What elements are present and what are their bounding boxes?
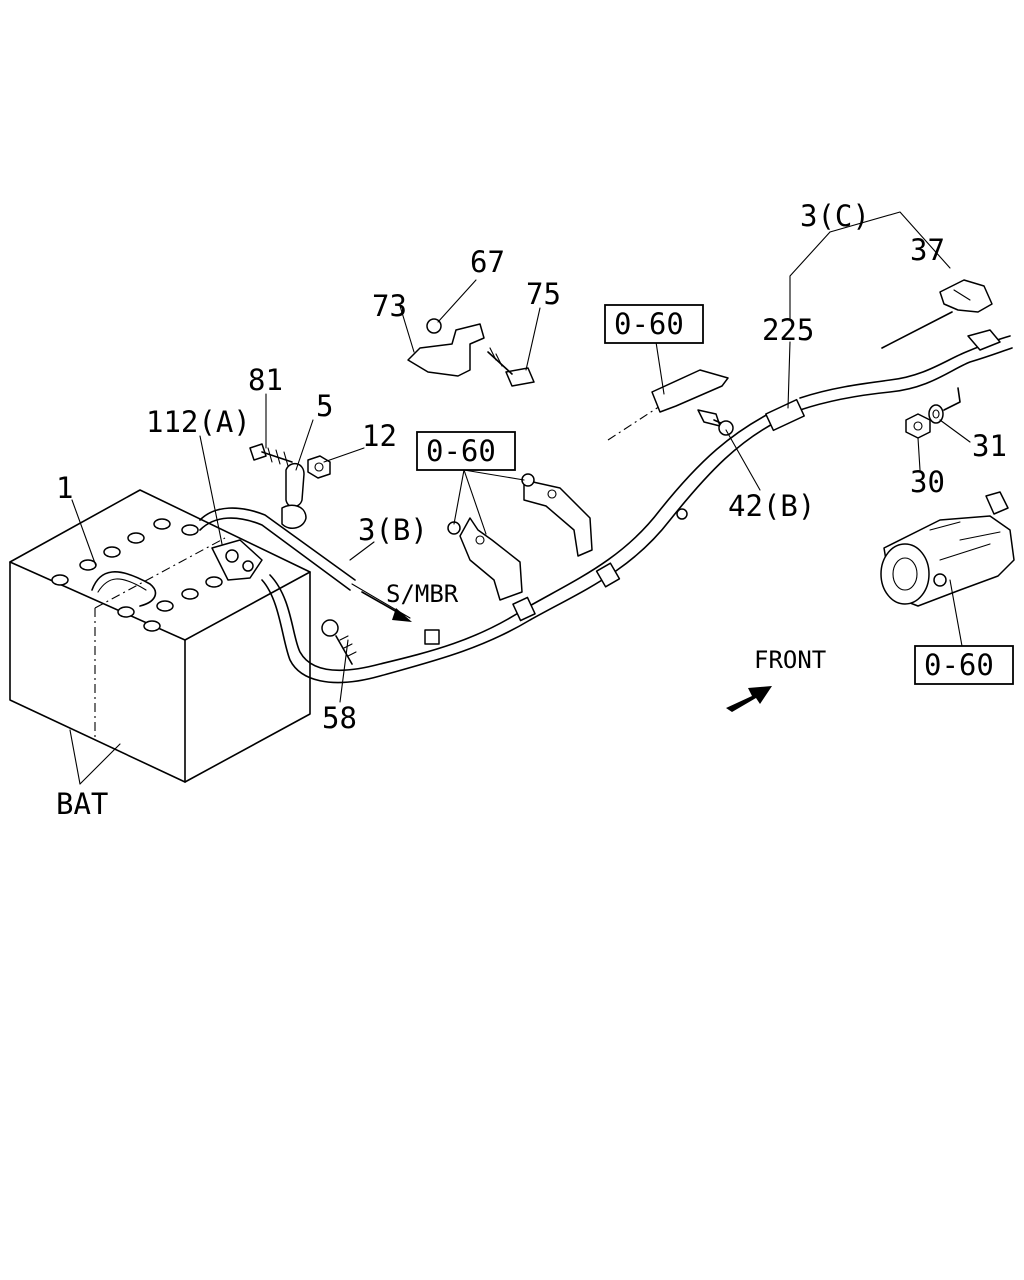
callout-5: 5 (316, 389, 333, 423)
upper-bracket (607, 369, 734, 441)
nut-30 (905, 413, 931, 439)
callout-30: 30 (910, 465, 945, 499)
callout-58: 58 (322, 701, 357, 735)
starter-motor (880, 491, 1015, 607)
callout-112a: 112(A) (146, 405, 251, 439)
terminal-112a (211, 539, 263, 581)
mid-brackets (447, 473, 593, 601)
ref-box-2 (416, 431, 516, 471)
main-cable (199, 409, 781, 684)
front-arrow (726, 686, 772, 712)
bracket-73 (407, 318, 535, 387)
ref-label-2: 0-60 (426, 434, 496, 468)
callout-225: 225 (762, 313, 814, 347)
ref-box-1 (604, 304, 704, 344)
ref-label-3: 0-60 (924, 648, 994, 682)
starter-cable (765, 311, 1013, 432)
callout-12: 12 (362, 419, 397, 453)
smbr-label: S/MBR (386, 580, 459, 608)
callout-bat: BAT (56, 787, 108, 821)
cable-end-terminal (967, 329, 1001, 351)
ref-box-3 (914, 645, 1014, 685)
callout-67: 67 (470, 245, 505, 279)
leader-lines (69, 211, 971, 785)
part-37 (939, 279, 993, 313)
washer-31 (928, 404, 944, 424)
ref-label-1: 0-60 (614, 307, 684, 341)
bolt-58 (321, 619, 357, 665)
smbr-arrow (361, 591, 412, 622)
callout-3b: 3(B) (358, 513, 428, 547)
callout-42b: 42(B) (728, 489, 815, 523)
callout-1: 1 (56, 471, 73, 505)
callout-3c: 3(C) (800, 199, 870, 233)
callout-75: 75 (526, 277, 561, 311)
callout-37: 37 (910, 233, 945, 267)
callout-73: 73 (372, 289, 407, 323)
nut-12 (307, 455, 331, 479)
bolt-81 (249, 443, 293, 467)
callout-31: 31 (972, 429, 1007, 463)
front-label: FRONT (754, 646, 826, 674)
battery-illustration (9, 489, 311, 783)
clip-5 (281, 462, 307, 529)
callout-81: 81 (248, 363, 283, 397)
